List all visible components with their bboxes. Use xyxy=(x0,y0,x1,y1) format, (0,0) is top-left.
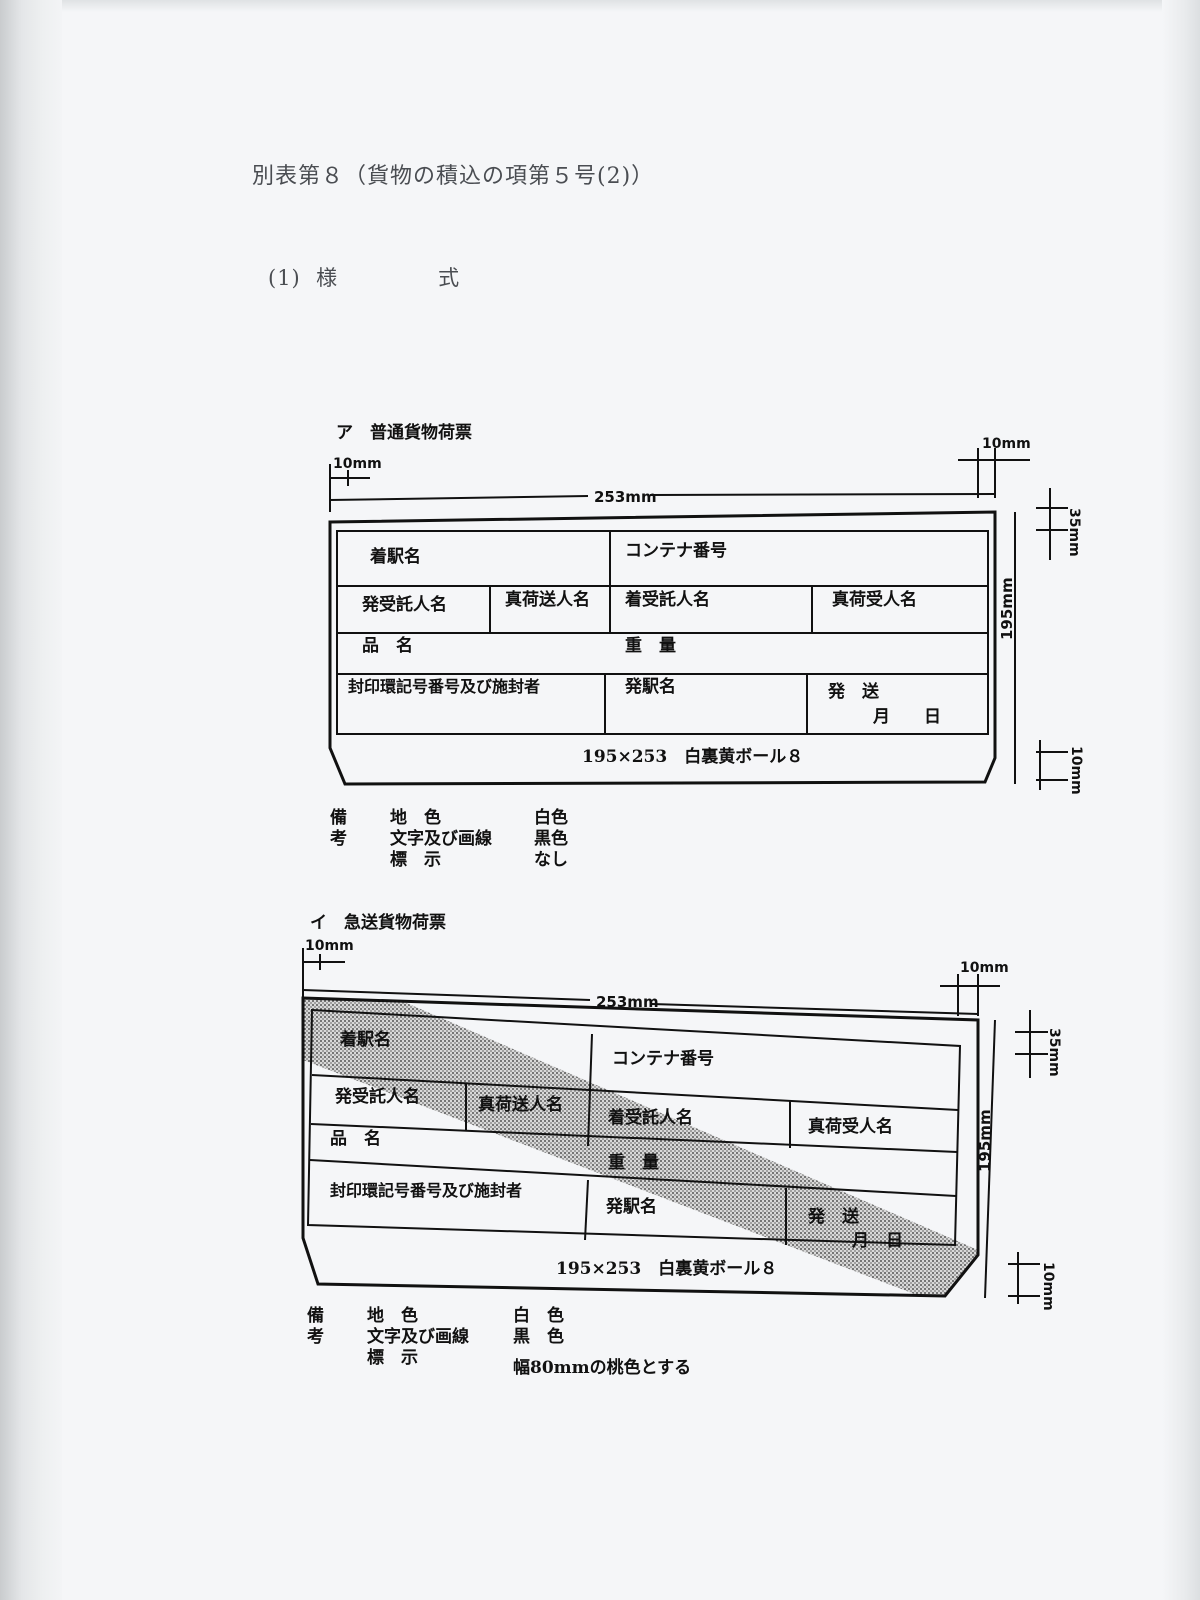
form-b-dim-width: 253mm xyxy=(596,993,659,1011)
form-a-dim-bottom: 10mm xyxy=(1068,746,1084,795)
form-a-dim-height: 195mm xyxy=(998,577,1016,640)
form-a-true-receiver: 真荷受人名 xyxy=(832,589,917,610)
section-label: (1) 様 式 xyxy=(268,262,460,292)
form-a-notes-head: 備考 xyxy=(330,808,347,849)
form-a-note-item: 文字及び画線 xyxy=(390,829,492,849)
form-b-seal-info: 封印環記号番号及び施封者 xyxy=(330,1181,522,1200)
form-a-item-name: 品 名 xyxy=(362,635,413,656)
form-b-note-item: 標 示 xyxy=(367,1348,418,1368)
form-b-true-sender: 真荷送人名 xyxy=(478,1094,563,1115)
page-edge-left xyxy=(0,0,62,1600)
section-label-a: 様 xyxy=(316,266,339,290)
form-a-heading: ア 普通貨物荷票 xyxy=(336,423,472,443)
form-b-note-value: 黒 色 xyxy=(513,1327,564,1347)
form-b-heading: イ 急送貨物荷票 xyxy=(310,913,446,933)
form-b-departure-station: 発駅名 xyxy=(605,1196,657,1217)
form-b-true-receiver: 真荷受人名 xyxy=(808,1116,893,1137)
form-a-container-no: コンテナ番号 xyxy=(625,541,727,561)
form-b-dim-right: 10mm xyxy=(960,960,1009,976)
form-a-spec: 195×253 白裏黄ボール８ xyxy=(582,746,803,767)
section-number: (1) xyxy=(268,266,301,290)
form-b-dim-top: 35mm xyxy=(1046,1028,1062,1077)
form-b-consignee: 着受託人名 xyxy=(607,1107,693,1128)
form-a-consignee: 着受託人名 xyxy=(624,589,710,610)
form-a-dim-top: 35mm xyxy=(1066,508,1082,557)
form-b-diagonal-stripe xyxy=(303,998,978,1296)
form-b-note-item: 地 色 xyxy=(367,1306,418,1326)
form-b-weight: 重 量 xyxy=(608,1152,659,1173)
form-a-weight: 重 量 xyxy=(625,635,676,656)
form-a-note-value: 黒色 xyxy=(534,829,568,849)
form-b-item-name: 品 名 xyxy=(330,1128,381,1149)
form-b-arrival-station: 着駅名 xyxy=(339,1029,391,1050)
form-b-note-item: 文字及び画線 xyxy=(367,1327,469,1347)
form-a-departure-station: 発駅名 xyxy=(624,676,676,697)
form-a-note-value: なし xyxy=(534,850,568,870)
form-a-dim-left: 10mm xyxy=(333,456,382,472)
form-b-note-value: 幅80mmの桃色とする xyxy=(513,1358,692,1378)
form-b-note-value: 白 色 xyxy=(513,1306,564,1326)
form-a-true-sender: 真荷送人名 xyxy=(505,589,590,610)
form-a-month-day: 月 日 xyxy=(872,707,941,727)
form-a-note-item: 地 色 xyxy=(390,808,441,828)
form-a-dim-right: 10mm xyxy=(982,436,1031,452)
section-label-b: 式 xyxy=(438,266,461,290)
document-title: 別表第８（貨物の積込の項第５号(2)） xyxy=(252,164,655,189)
form-b-spec: 195×253 白裏黄ボール８ xyxy=(556,1258,777,1279)
form-b-dim-height: 195mm xyxy=(976,1109,994,1172)
page-edge-right xyxy=(1162,0,1200,1600)
form-b-notes-head: 備考 xyxy=(307,1306,324,1347)
form-b-month-day: 月 日 xyxy=(851,1231,903,1251)
form-a-arrival-station: 着駅名 xyxy=(369,546,421,567)
form-a-note-value: 白色 xyxy=(534,808,568,828)
form-b-shipper: 発受託人名 xyxy=(334,1086,420,1107)
form-b-dim-left: 10mm xyxy=(305,938,354,954)
form-a-dim-width: 253mm xyxy=(594,488,657,506)
form-a-shipper: 発受託人名 xyxy=(361,594,447,615)
form-a-ship-label: 発 送 xyxy=(827,681,880,702)
page-edge-top xyxy=(62,0,1200,12)
form-a-note-item: 標 示 xyxy=(390,850,441,870)
form-b-container-no: コンテナ番号 xyxy=(612,1049,714,1069)
form-b-dim-bottom: 10mm xyxy=(1040,1262,1056,1311)
form-b-ship-label: 発 送 xyxy=(807,1206,860,1227)
form-a-seal-info: 封印環記号番号及び施封者 xyxy=(348,677,540,696)
